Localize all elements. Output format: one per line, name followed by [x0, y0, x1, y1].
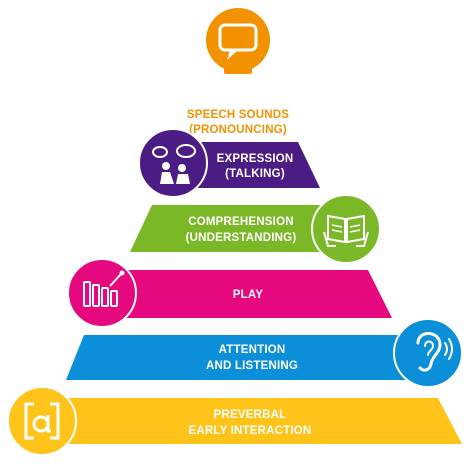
level-speech-sounds: SPEECH SOUNDS (PRONOUNCING) [187, 8, 289, 136]
level-1-label-line2: (PRONOUNCING) [189, 124, 287, 136]
level-attention-listening: ATTENTION AND LISTENING [66, 318, 463, 388]
level-6-label-line1: PREVERBAL [214, 409, 287, 421]
level-play: PLAY [67, 258, 392, 328]
level-5-label-line1: ATTENTION [219, 344, 286, 356]
level-1-label-line1: SPEECH SOUNDS [187, 109, 289, 121]
level-3-label-line1: COMPREHENSION [188, 216, 293, 228]
open-book-icon [311, 194, 381, 264]
level-2-label-line2: (TALKING) [225, 168, 285, 180]
children-talking-icon [138, 128, 208, 198]
ear-icon [393, 318, 463, 388]
play-band [100, 270, 392, 318]
xylophone-icon [67, 258, 137, 328]
letter-a-icon [7, 386, 77, 456]
level-2-label-line1: EXPRESSION [217, 153, 294, 165]
level-6-label-line2: EARLY INTERACTION [189, 425, 312, 437]
level-5-label-line2: AND LISTENING [206, 360, 298, 372]
speech-bubble-icon [206, 8, 270, 74]
comprehension-band [130, 205, 340, 252]
level-comprehension: COMPREHENSION (UNDERSTANDING) [130, 194, 381, 264]
level-3-label-line2: (UNDERSTANDING) [186, 232, 297, 244]
level-preverbal: PREVERBAL EARLY INTERACTION [7, 386, 462, 456]
preverbal-band [40, 398, 462, 444]
level-4-label: PLAY [233, 289, 264, 301]
expression-band [180, 142, 320, 188]
attention-band [66, 335, 420, 380]
level-expression: EXPRESSION (TALKING) [138, 128, 320, 198]
